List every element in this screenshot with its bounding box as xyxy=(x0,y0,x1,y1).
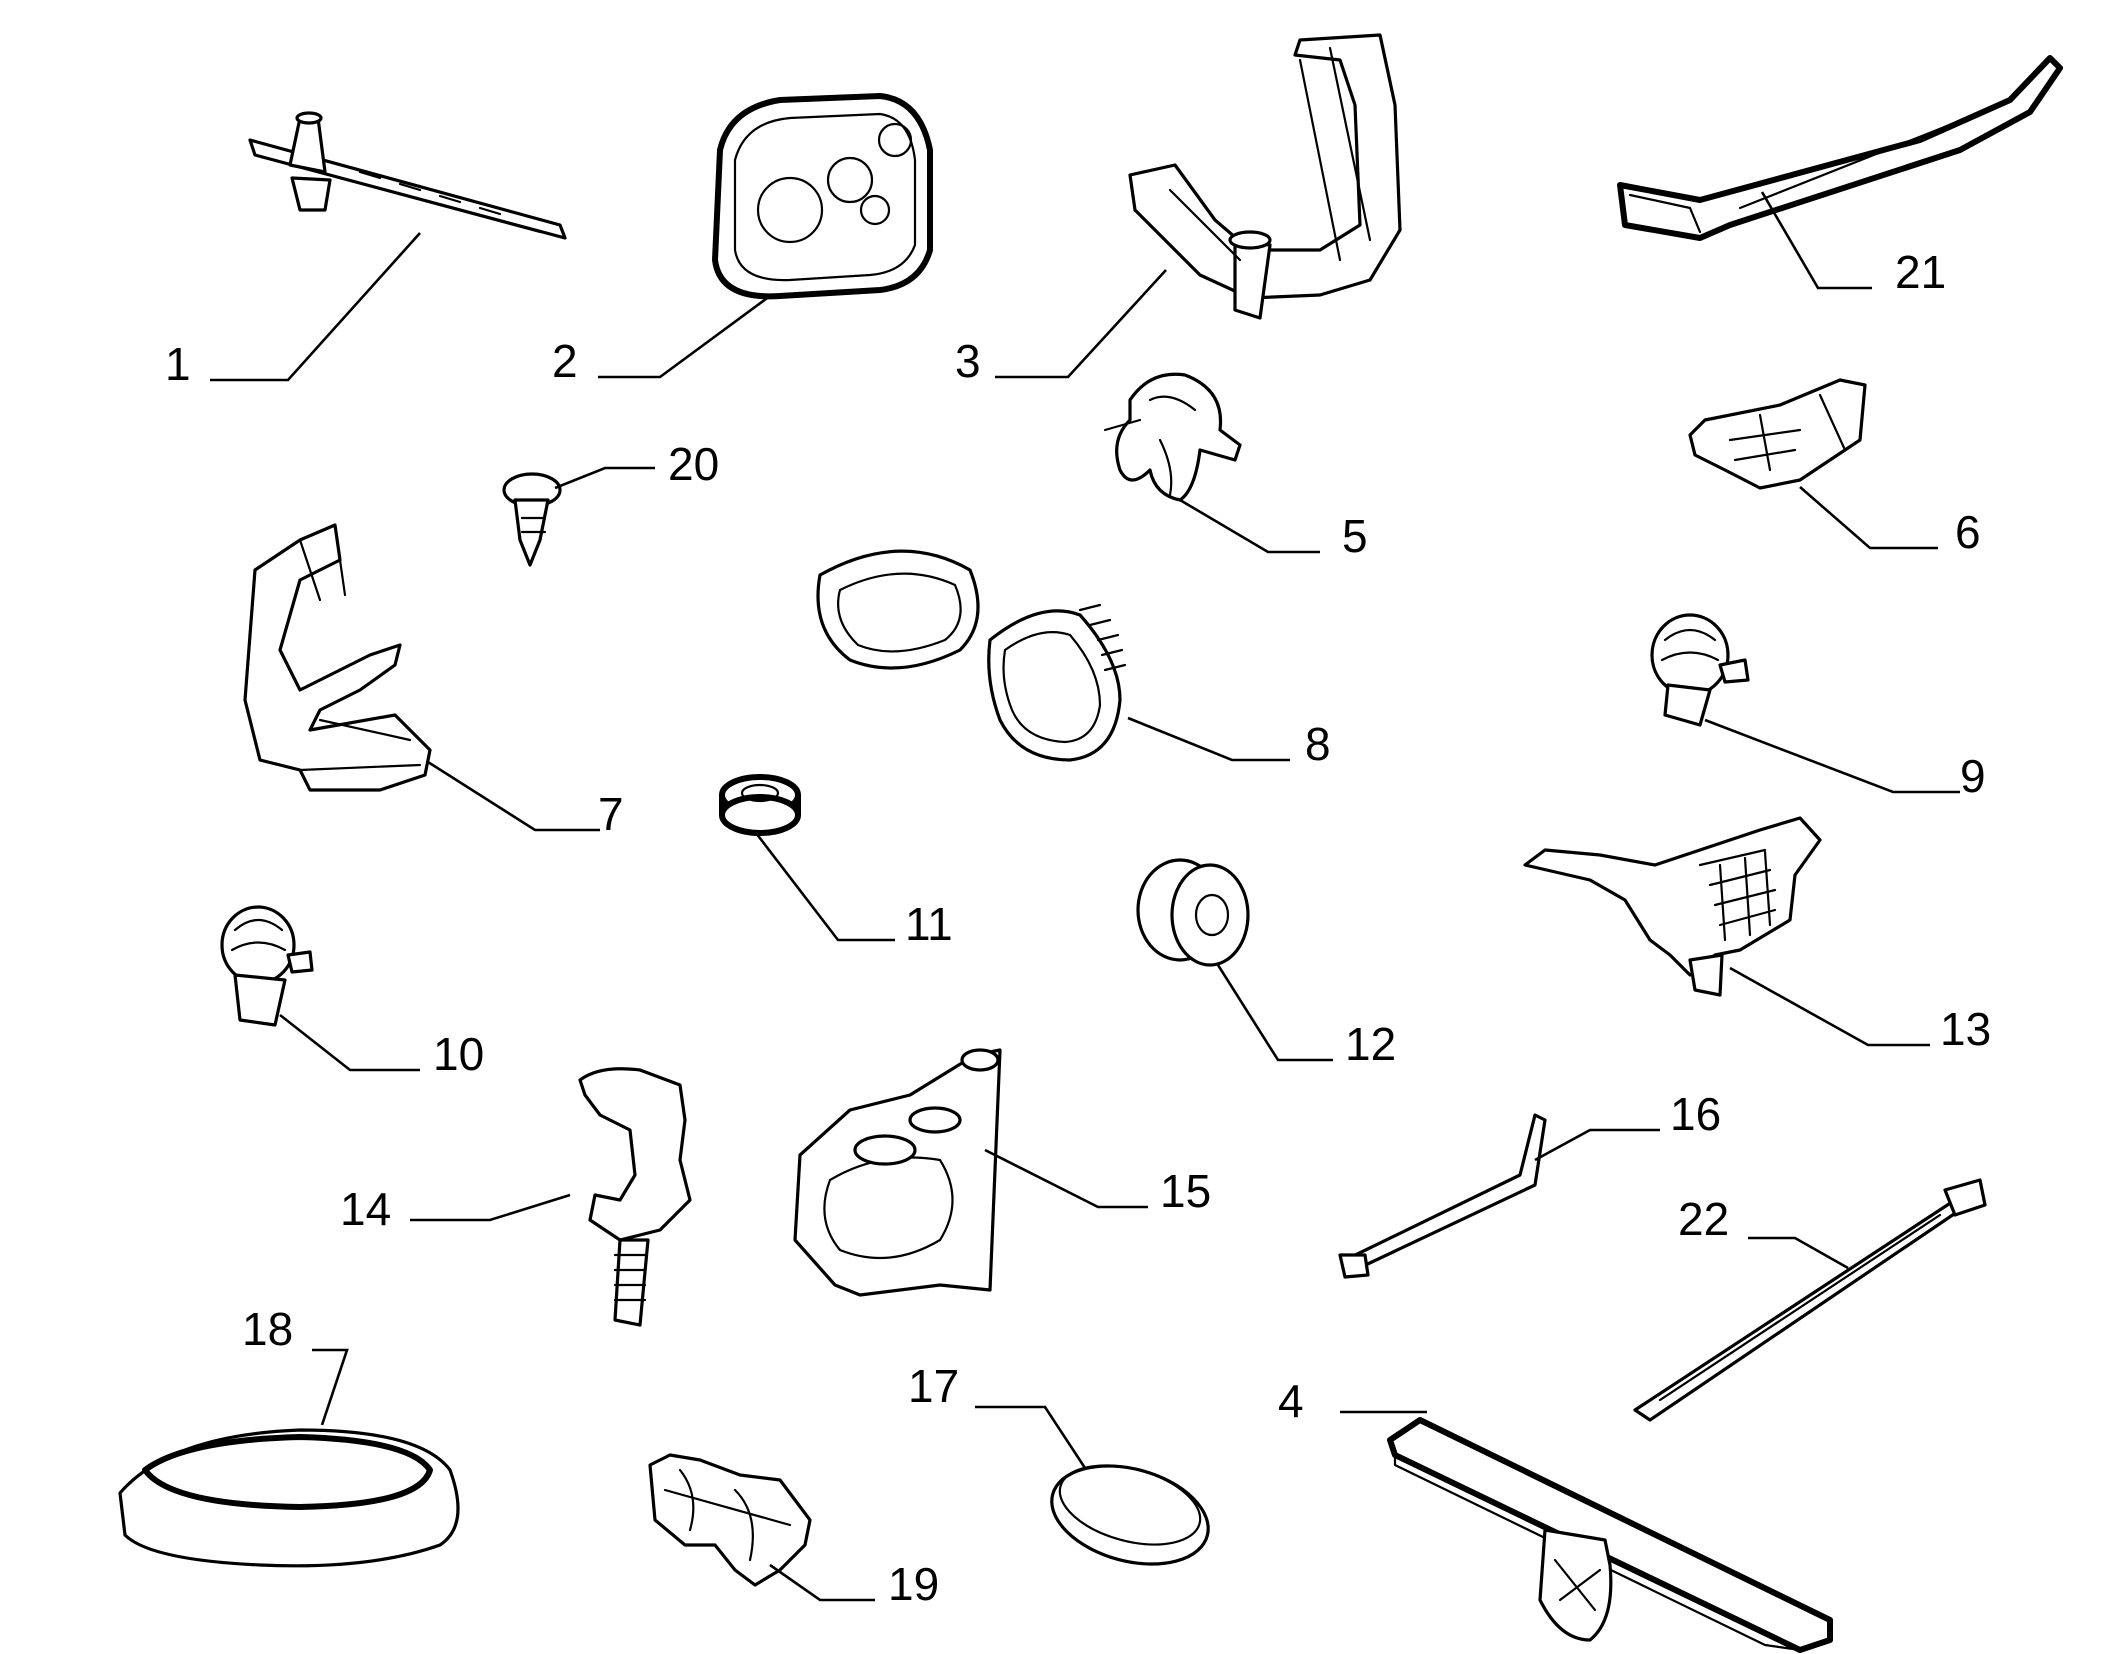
callout-10: 10 xyxy=(433,1028,484,1080)
part-13-holder-grid xyxy=(1523,816,1822,997)
callout-19: 19 xyxy=(888,1558,939,1610)
leader-12 xyxy=(1216,964,1333,1062)
part-16-cable-tie xyxy=(1338,1113,1547,1279)
leader-6 xyxy=(1799,486,1938,550)
leader-14 xyxy=(410,1193,571,1222)
leader-5 xyxy=(1179,498,1320,554)
leader-2 xyxy=(598,294,771,379)
leader-16 xyxy=(1534,1128,1660,1162)
part-17-oval-button-plug xyxy=(1050,1464,1210,1566)
part-11-small-grommet xyxy=(719,774,801,836)
part-7-large-holder xyxy=(243,523,432,792)
callout-15: 15 xyxy=(1160,1165,1211,1217)
callout-11: 11 xyxy=(905,898,953,950)
callout-21: 21 xyxy=(1895,246,1946,298)
leader-21 xyxy=(1760,191,1872,290)
leader-3 xyxy=(995,269,1167,379)
leader-1 xyxy=(210,232,421,382)
part-14-hook-holder xyxy=(578,1067,692,1327)
part-6-connector-holder xyxy=(1688,378,1867,490)
callout-22: 22 xyxy=(1678,1193,1729,1245)
part-19-double-clip xyxy=(648,1453,812,1587)
leader-20 xyxy=(554,466,655,490)
part-2-grommet-multi-hole xyxy=(712,93,933,300)
part-12-grommet xyxy=(1136,858,1250,967)
leader-11 xyxy=(754,832,895,942)
leader-18 xyxy=(312,1348,349,1426)
leader-7 xyxy=(427,760,600,832)
part-3-bracket-clip xyxy=(1128,33,1402,320)
callout-5: 5 xyxy=(1342,510,1368,562)
callout-14: 14 xyxy=(340,1183,391,1235)
leader-10 xyxy=(279,1013,420,1072)
part-4-long-bracket-bar xyxy=(1387,1417,1833,1653)
leader-19 xyxy=(769,1563,875,1602)
leader-22 xyxy=(1748,1236,1849,1270)
callout-16: 16 xyxy=(1670,1088,1721,1140)
callout-12: 12 xyxy=(1345,1018,1396,1070)
callout-8: 8 xyxy=(1305,718,1331,770)
part-15-bracket-cylinders xyxy=(793,1048,1002,1297)
leader-17 xyxy=(975,1405,1087,1469)
callout-18: 18 xyxy=(242,1303,293,1355)
callout-9: 9 xyxy=(1960,750,1986,802)
leader-15 xyxy=(984,1148,1148,1209)
leader-8 xyxy=(1127,716,1290,762)
part-20-push-rivet xyxy=(502,472,562,567)
callout-6: 6 xyxy=(1955,506,1981,558)
part-22-cable-tie xyxy=(1633,1178,1987,1422)
part-10-round-clip xyxy=(220,905,314,1027)
callout-4: 4 xyxy=(1278,1375,1304,1427)
part-5-small-clip xyxy=(1103,372,1242,502)
leader-9 xyxy=(1704,718,1960,794)
callout-2: 2 xyxy=(552,335,578,387)
callout-7: 7 xyxy=(598,788,624,840)
part-21-strap xyxy=(1617,55,2063,241)
callout-1: 1 xyxy=(165,338,191,390)
part-18-oval-plug xyxy=(118,1428,460,1568)
callout-13: 13 xyxy=(1940,1003,1991,1055)
part-8-double-loop-clip xyxy=(816,549,1127,762)
callout-20: 20 xyxy=(668,438,719,490)
part-9-round-clip xyxy=(1650,613,1750,727)
part-1-cable-tie-mount xyxy=(248,111,567,240)
callout-17: 17 xyxy=(908,1360,959,1412)
callout-3: 3 xyxy=(955,335,981,387)
leader-13 xyxy=(1729,966,1930,1047)
